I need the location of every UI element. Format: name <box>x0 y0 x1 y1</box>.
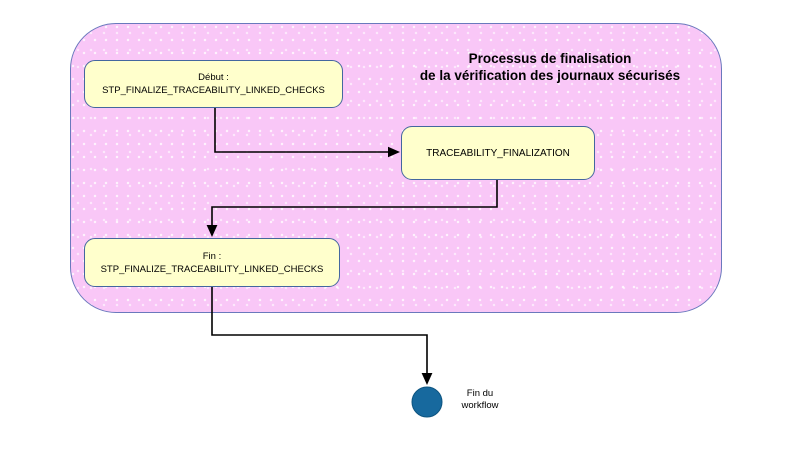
node-start-label-line2: STP_FINALIZE_TRACEABILITY_LINKED_CHECKS <box>102 85 325 96</box>
node-task-label: TRACEABILITY_FINALIZATION <box>426 147 570 159</box>
diagram-title: Processus de finalisation de la vérifica… <box>400 50 700 84</box>
node-end-label-line1: Fin : <box>202 250 222 262</box>
node-start: Début : STP_FINALIZE_TRACEABILITY_LINKED… <box>84 60 343 108</box>
arrowhead-end-to-terminal <box>421 373 433 385</box>
workflow-end-label-line2: workflow <box>461 400 499 411</box>
workflow-end-label: Fin du workflow <box>448 388 512 412</box>
workflow-end-label-line1: Fin du <box>466 388 494 399</box>
diagram-title-line1: Processus de finalisation <box>468 51 632 66</box>
node-end-label-line2: STP_FINALIZE_TRACEABILITY_LINKED_CHECKS <box>100 263 324 275</box>
node-end: Fin : STP_FINALIZE_TRACEABILITY_LINKED_C… <box>84 238 340 287</box>
node-task: TRACEABILITY_FINALIZATION <box>401 126 595 180</box>
diagram-title-line2: de la vérification des journaux sécurisé… <box>419 68 681 83</box>
workflow-end-circle <box>411 386 443 418</box>
node-start-label-line1: Début : <box>198 72 229 83</box>
